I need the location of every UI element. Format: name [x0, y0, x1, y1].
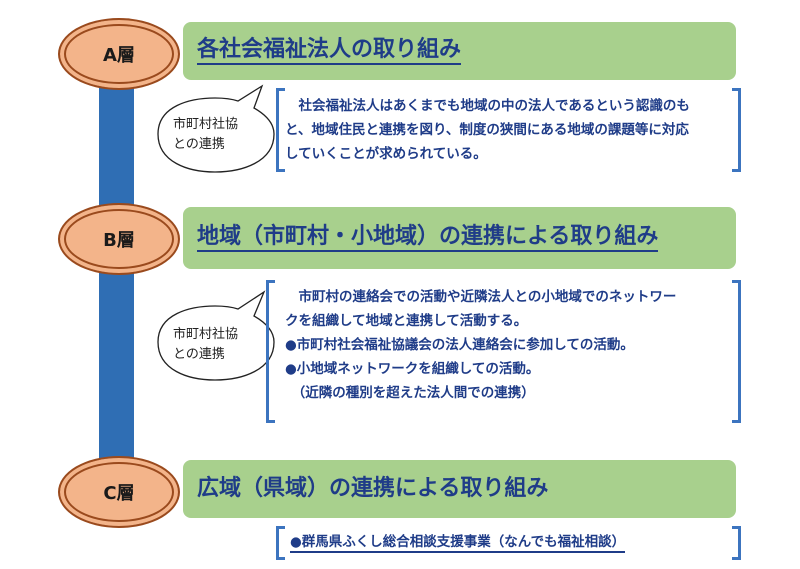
layer-b-badge-label: B層: [103, 230, 135, 251]
layer-a-speech-bubble: [157, 84, 275, 173]
desc-line: 社会福祉法人はあくまでも地域の中の法人であるという認識のも: [285, 98, 690, 114]
layer-c-bracket-left: [276, 526, 285, 560]
layer-a-bracket-left: [276, 88, 285, 172]
layer-b-bracket-right: [732, 280, 741, 423]
layer-b-banner: 地域（市町村・小地域）の連携による取り組み: [183, 207, 736, 269]
layer-a-title: 各社会福祉法人の取り組み: [197, 37, 462, 65]
layer-c-description: ●群馬県ふくし総合相談支援事業（なんでも福祉相談）: [290, 533, 626, 553]
layer-a-description: 社会福祉法人はあくまでも地域の中の法人であるという認識のも と、地域住民と連携を…: [285, 94, 735, 166]
layer-a-bubble-text: 市町村社協 との連携: [173, 115, 238, 155]
desc-line: と、地域住民と連携を図り、制度の狭間にある地域の課題等に対応: [285, 122, 689, 138]
layer-c-badge: C層: [58, 456, 180, 528]
bubble-line: 市町村社協: [173, 117, 239, 132]
bubble-line: との連携: [173, 137, 225, 152]
layer-c-banner: 広域（県域）の連携による取り組み: [183, 460, 736, 518]
layer-b-bracket-left: [266, 280, 275, 423]
layer-c-bracket-right: [732, 526, 741, 560]
layer-b-title: 地域（市町村・小地域）の連携による取り組み: [197, 224, 659, 252]
layer-b-bubble-text: 市町村社協 との連携: [173, 325, 238, 365]
layer-b-badge: B層: [58, 203, 180, 275]
desc-line: （近隣の種別を超えた法人間での連携）: [285, 385, 535, 401]
bubble-line: 市町村社協: [173, 327, 239, 342]
layer-a-badge: A層: [58, 18, 180, 90]
layer-c-title: 広域（県域）の連携による取り組み: [197, 476, 549, 502]
layer-b-speech-bubble: [157, 290, 275, 381]
desc-line: クを組織して地域と連携して活動する。: [285, 313, 528, 329]
layer-b-description: 市町村の連絡会での活動や近隣法人との小地域でのネットワー クを組織して地域と連携…: [285, 285, 735, 405]
desc-line: ●市町村社会福祉協議会の法人連絡会に参加しての活動。: [285, 337, 634, 353]
desc-line: ●小地域ネットワークを組織しての活動。: [285, 361, 540, 377]
bubble-line: との連携: [173, 347, 225, 362]
layer-a-banner: 各社会福祉法人の取り組み: [183, 22, 736, 80]
layer-connector-line: [99, 78, 134, 488]
layer-a-badge-label: A層: [103, 45, 135, 66]
layer-a-bracket-right: [732, 88, 741, 172]
desc-line: 市町村の連絡会での活動や近隣法人との小地域でのネットワー: [285, 289, 677, 305]
desc-line: していくことが求められている。: [285, 146, 487, 162]
layer-c-badge-label: C層: [103, 483, 135, 504]
